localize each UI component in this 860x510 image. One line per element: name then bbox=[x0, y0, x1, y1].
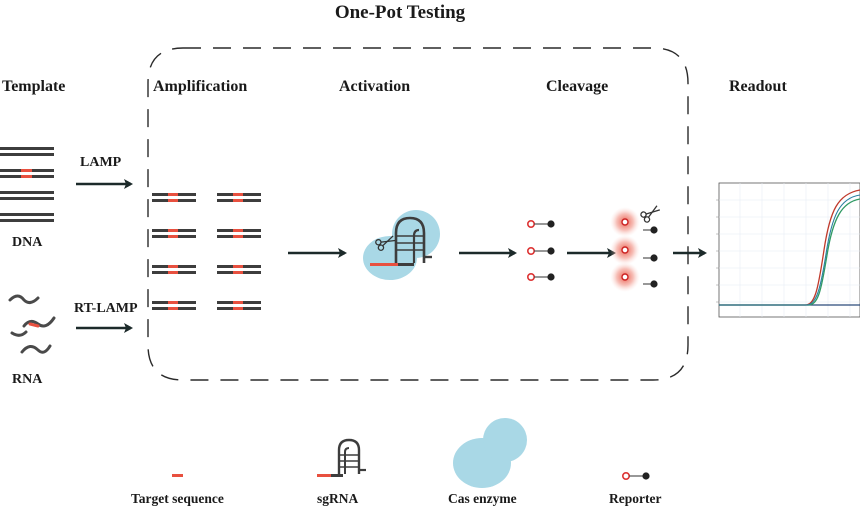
legend-reporter-label: Reporter bbox=[609, 491, 662, 506]
reporter-icon bbox=[621, 471, 651, 481]
stage-readout-heading: Readout bbox=[729, 78, 787, 95]
legend-target-sequence-label: Target sequence bbox=[131, 491, 224, 506]
stage-template-heading: Template bbox=[2, 78, 66, 95]
target-sequence-icon bbox=[172, 474, 183, 477]
readout-plot bbox=[716, 182, 860, 318]
stage-amplification-heading: Amplification bbox=[153, 78, 248, 95]
one-pot-frame bbox=[147, 47, 689, 381]
legend-cas-enzyme-label: Cas enzyme bbox=[448, 491, 517, 506]
lamp-label: LAMP bbox=[80, 155, 122, 170]
dna-label: DNA bbox=[12, 235, 43, 250]
stage-cleavage-heading: Cleavage bbox=[546, 78, 609, 95]
legend-sgrna-label: sgRNA bbox=[317, 491, 359, 506]
rna-label: RNA bbox=[12, 372, 43, 387]
page-title: One-Pot Testing bbox=[334, 2, 466, 23]
rt-lamp-label: RT-LAMP bbox=[74, 301, 138, 316]
dna-template bbox=[0, 147, 54, 222]
cleaved-reporters bbox=[610, 207, 658, 292]
stage-activation-heading: Activation bbox=[339, 78, 411, 95]
rna-template bbox=[8, 294, 56, 354]
cas-enzyme-icon bbox=[453, 418, 527, 488]
sgrna-icon bbox=[317, 438, 366, 477]
intact-reporters bbox=[526, 219, 556, 282]
amplified-products bbox=[152, 193, 261, 310]
scissors-icon bbox=[640, 205, 660, 223]
scissors-icon bbox=[375, 235, 396, 251]
activated-cas-complex bbox=[363, 210, 440, 280]
